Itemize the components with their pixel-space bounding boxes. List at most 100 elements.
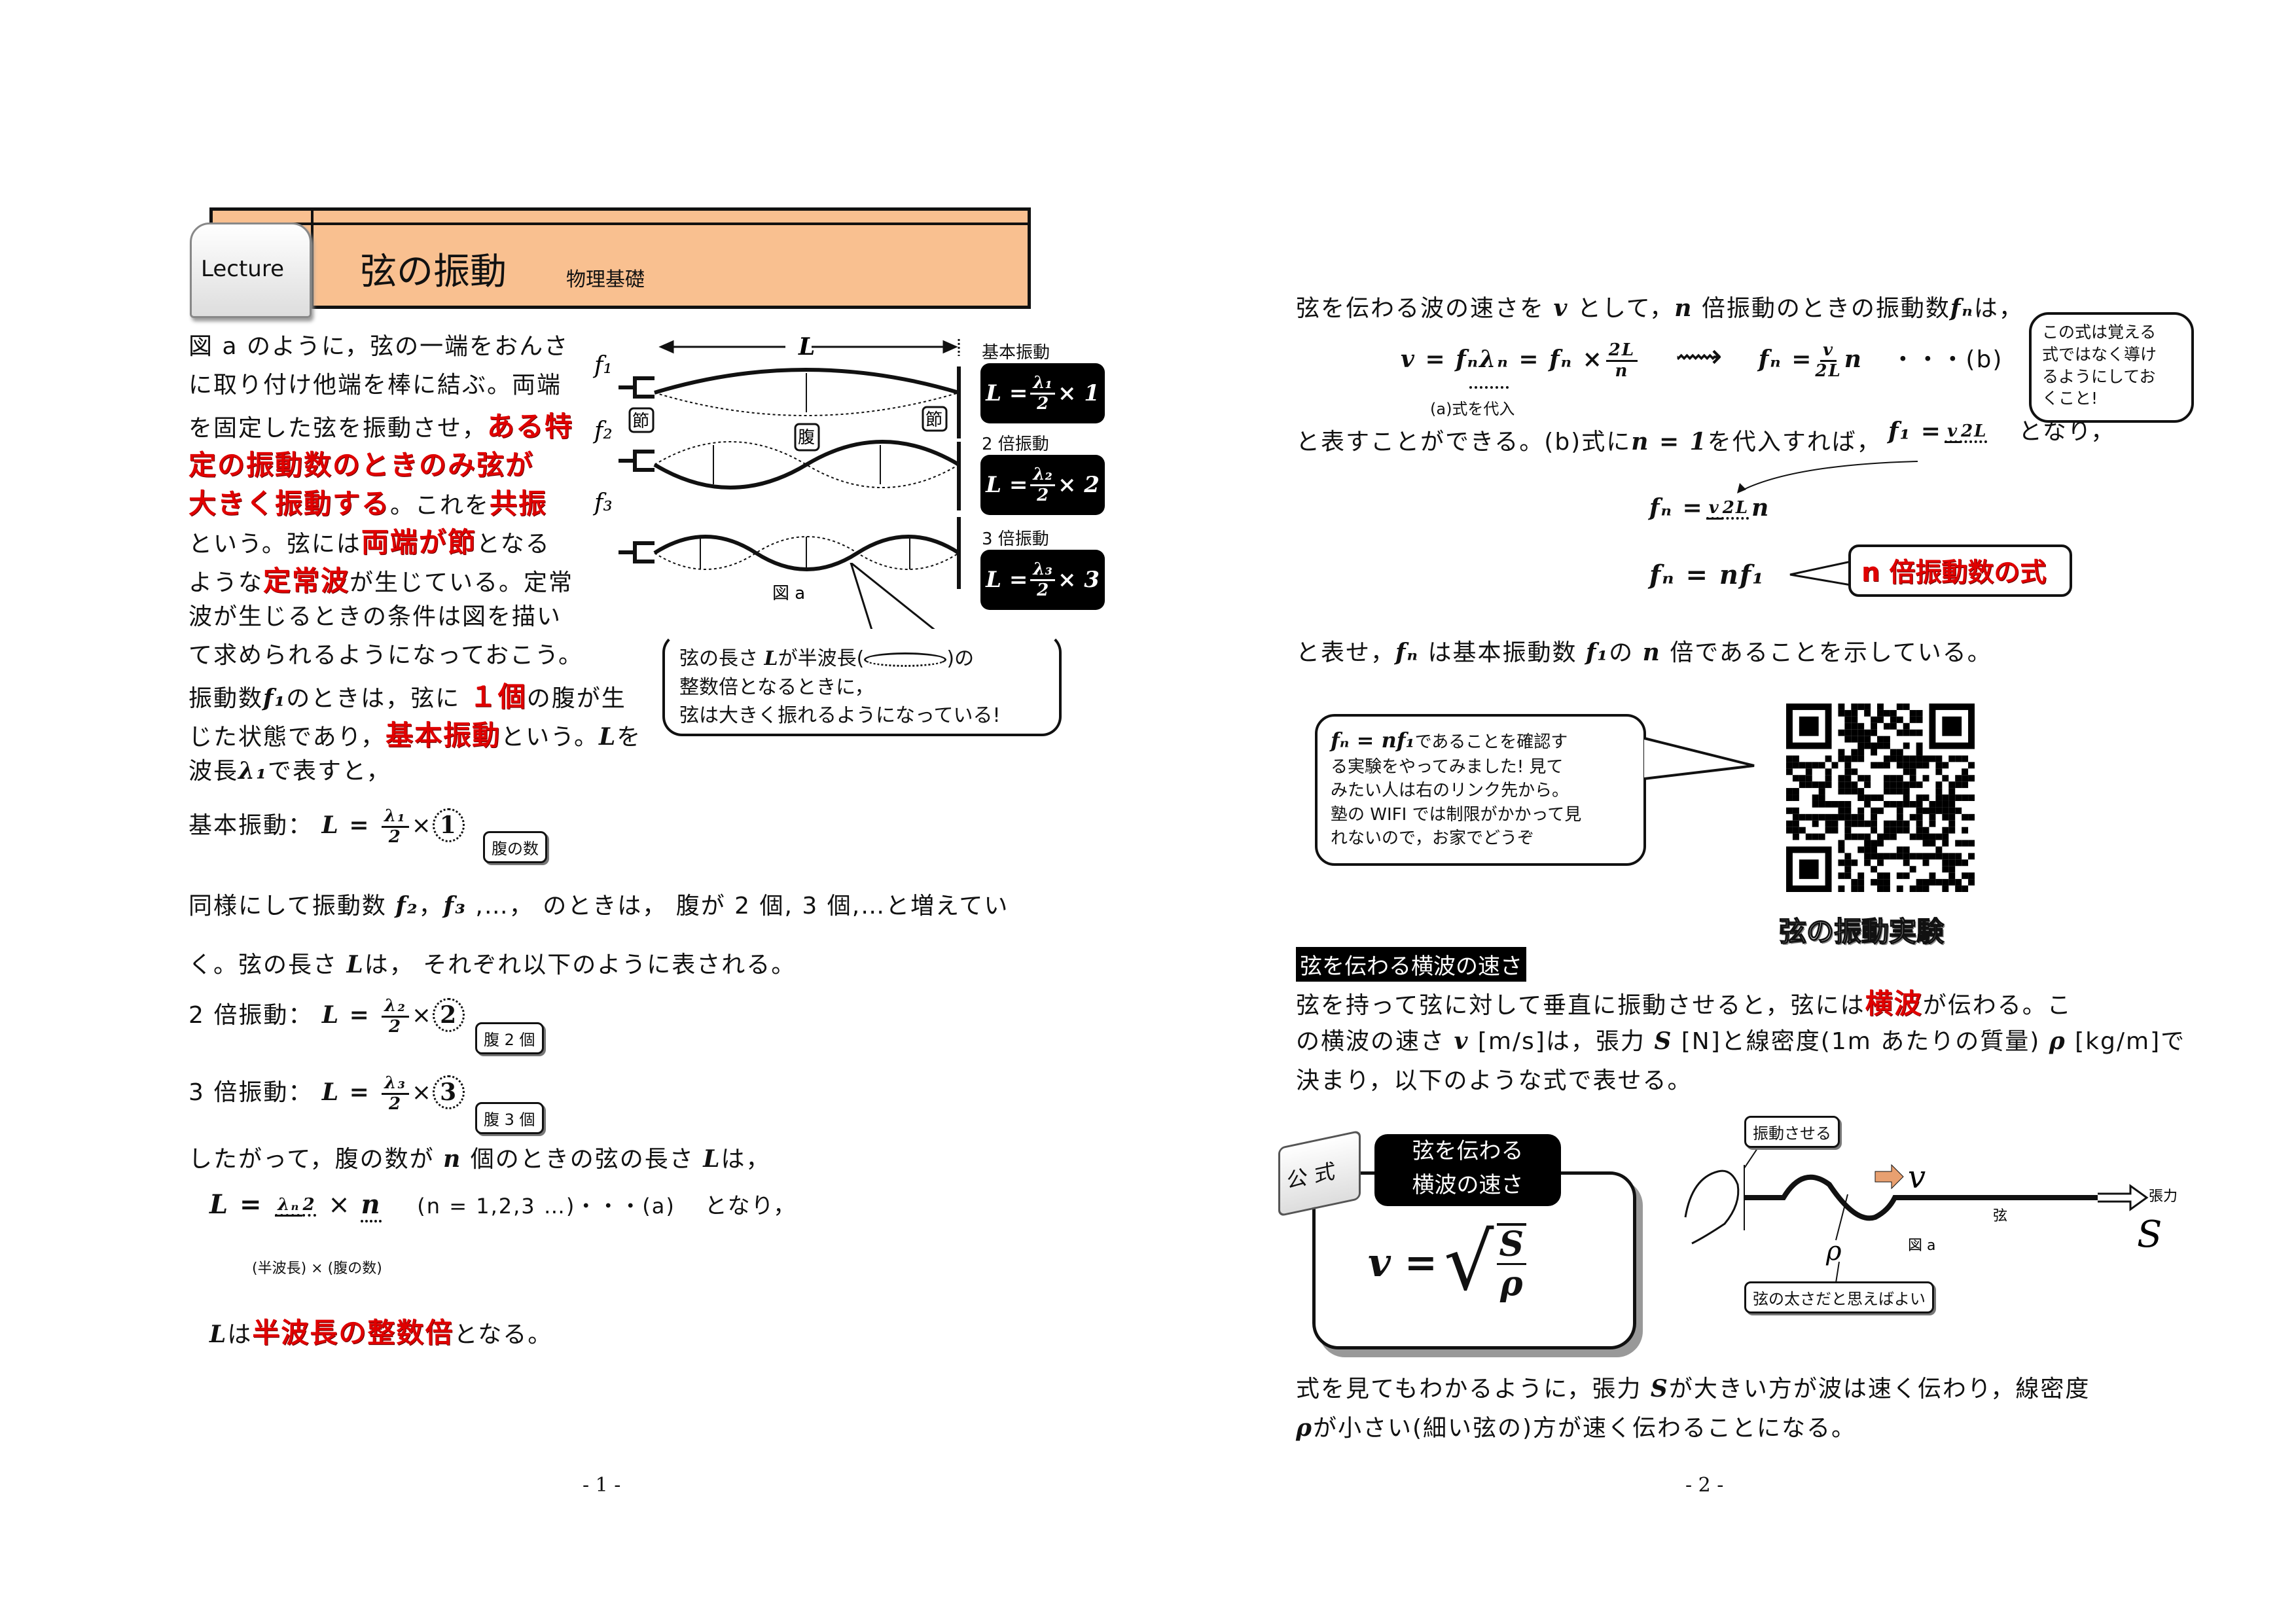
intro-line: ような定常波が生じている。定常 bbox=[188, 559, 573, 599]
eq-label: 3 倍振動： bbox=[188, 1079, 314, 1106]
page-number: - 2 - bbox=[1685, 1474, 1724, 1497]
numerator: λ₃ bbox=[1030, 560, 1055, 581]
note-bubble: 腹 2 個 bbox=[475, 1022, 544, 1054]
text-segment: ,…， のときは， 腹が 2 個, 3 個,…と増えてい bbox=[466, 893, 1009, 919]
denominator: 2 bbox=[302, 1194, 316, 1215]
text-segment: は， それぞれ以下のように表される。 bbox=[364, 952, 797, 978]
text-segment: 倍振動のときの振動数 bbox=[1693, 295, 1950, 322]
text-segment: 振動数 bbox=[188, 685, 264, 712]
eq-tail: n bbox=[1751, 494, 1770, 522]
bubble-line: 式ではなく導け bbox=[2042, 344, 2157, 364]
figure-caption: 図 a bbox=[772, 584, 805, 602]
eq-lhs: fₙ = bbox=[1649, 494, 1704, 522]
math-symbol: f₁ bbox=[263, 685, 287, 712]
denominator: 2L bbox=[1961, 421, 1988, 441]
math-symbol: ρ bbox=[1296, 1414, 1313, 1442]
tension-symbol: S bbox=[2137, 1213, 2162, 1256]
antinode-count: 2 bbox=[433, 998, 465, 1032]
math-symbol: f₃ bbox=[443, 892, 467, 919]
eq-n-var: n bbox=[361, 1189, 382, 1222]
substitute-note: (a)式を代入 bbox=[1430, 400, 1515, 418]
page-number: - 1 - bbox=[583, 1474, 621, 1497]
eq-tag: ・・・(b) bbox=[1891, 346, 2003, 373]
bubble-formula: fₙ = nf₁ bbox=[1331, 728, 1415, 753]
mode-label: 基本振動 bbox=[982, 343, 1050, 363]
numerator: S bbox=[1496, 1226, 1527, 1265]
qr-code[interactable] bbox=[1786, 704, 1975, 892]
callout-text: 整数倍となるときに， bbox=[679, 675, 874, 699]
text-line: の横波の速さ v [m/s]は，張力 S [N]と線密度(1m あたりの質量) … bbox=[1296, 1022, 2185, 1056]
tension-arrow-icon bbox=[2098, 1184, 2149, 1211]
conclusion: Lは半波長の整数倍となる。 bbox=[209, 1311, 552, 1351]
antinode-count: 1 bbox=[432, 808, 465, 842]
length-arrow bbox=[658, 339, 960, 356]
text-line: ρが小さい(細い弦の)方が速く伝わることになる。 bbox=[1296, 1409, 1856, 1443]
intro-line: 波長λ₁で表すと， bbox=[188, 752, 391, 786]
eq-fn-nf1: fₙ = nf₁ bbox=[1649, 560, 1765, 590]
eq-lhs: v = bbox=[1368, 1240, 1438, 1286]
note-bubble: 腹の数 bbox=[483, 831, 547, 863]
density-label: ρ bbox=[1825, 1236, 1842, 1266]
thickness-note-bubble: 弦の太さだと思えばよい bbox=[1744, 1281, 1934, 1313]
text-segment: が小さい(細い弦の)方が速く伝わることになる。 bbox=[1312, 1415, 1857, 1442]
lecture-header: 弦の振動 物理基礎 bbox=[209, 207, 1031, 309]
intro-line: 図 a のように，弦の一端をおんさ bbox=[188, 327, 569, 361]
text-segment: で表すと， bbox=[268, 758, 391, 785]
mode-label: 2 倍振動 bbox=[982, 435, 1049, 454]
mode-label: 3 倍振動 bbox=[982, 529, 1049, 549]
bubble-line: る実験をやってみました! 見て bbox=[1331, 757, 1564, 777]
text-line: したがって，腹の数が n 個のときの弦の長さ Lは， bbox=[188, 1140, 771, 1174]
math-symbol: n bbox=[443, 1145, 462, 1173]
math-symbol: f₁ bbox=[1585, 639, 1609, 666]
text-segment: [kg/m]で bbox=[2066, 1028, 2186, 1055]
tuning-fork-icon bbox=[619, 450, 655, 472]
shake-label-bubble: 振動させる bbox=[1744, 1116, 1840, 1148]
svg-text:節: 節 bbox=[632, 412, 649, 431]
under-label: × bbox=[311, 1260, 323, 1277]
denominator: 2L bbox=[1722, 497, 1749, 518]
denominator: n bbox=[1615, 361, 1629, 381]
bubble-line: この式は覚える bbox=[2042, 323, 2157, 342]
math-symbol: v bbox=[1454, 1027, 1469, 1055]
eq-lhs: f₁ = bbox=[1888, 418, 1942, 445]
text-line: と表すことができる。(b)式にn = 1を代入すれば， bbox=[1296, 423, 1882, 457]
intro-line: て求められるようになっておこう。 bbox=[188, 636, 583, 670]
length-label: L bbox=[798, 333, 815, 361]
numerator: λ₁ bbox=[1030, 374, 1055, 395]
text-segment: が伝わる。こ bbox=[1922, 992, 2072, 1019]
numerator: λₙ bbox=[275, 1194, 303, 1217]
node-label-right: 節 bbox=[922, 406, 948, 432]
math-symbol: fₙ bbox=[1395, 639, 1419, 666]
under-label: (半波長) bbox=[252, 1260, 307, 1277]
text-segment: は， bbox=[1973, 295, 2024, 322]
denominator: 2L bbox=[1815, 361, 1842, 381]
multiplier: × 1 bbox=[1057, 380, 1100, 406]
bubble-line: 塾の WIFI では制限がかかって見 bbox=[1331, 804, 1582, 825]
intro-line: を固定した弦を振動させ，ある特 bbox=[188, 404, 573, 444]
eq-lhs: v = fₙλₙ = fₙ × bbox=[1401, 346, 1604, 373]
multiplier: × 3 bbox=[1057, 567, 1100, 593]
numerator: λ₁ bbox=[381, 807, 409, 828]
text-segment: じた状態であり， bbox=[188, 724, 386, 751]
eq-lhs: L = bbox=[986, 380, 1028, 406]
math-symbol: λ₁ bbox=[238, 757, 268, 785]
text-segment: 同様にして振動数 bbox=[188, 893, 396, 919]
highlight-text: 大きく振動する bbox=[188, 488, 391, 520]
math-symbol: f₂ bbox=[395, 892, 419, 919]
highlight-text: 定の振動数のときのみ弦が bbox=[188, 449, 535, 481]
intro-line: に取り付け他端を棒に結ぶ。両端 bbox=[188, 366, 562, 400]
text-segment: を代入すれば， bbox=[1707, 429, 1882, 455]
text-segment: 。これを bbox=[390, 492, 490, 519]
text-segment: 波長 bbox=[188, 758, 239, 785]
times: × bbox=[411, 1079, 433, 1106]
tension-label: 張力 bbox=[2149, 1188, 2178, 1205]
text-line: く。弦の長さ Lは， それぞれ以下のように表される。 bbox=[188, 946, 796, 980]
text-segment: は， bbox=[721, 1146, 771, 1173]
eq-after: となり， bbox=[2018, 418, 2116, 445]
sqrt-icon: √ bbox=[1444, 1217, 1494, 1308]
eq-tail: n bbox=[1844, 346, 1863, 373]
